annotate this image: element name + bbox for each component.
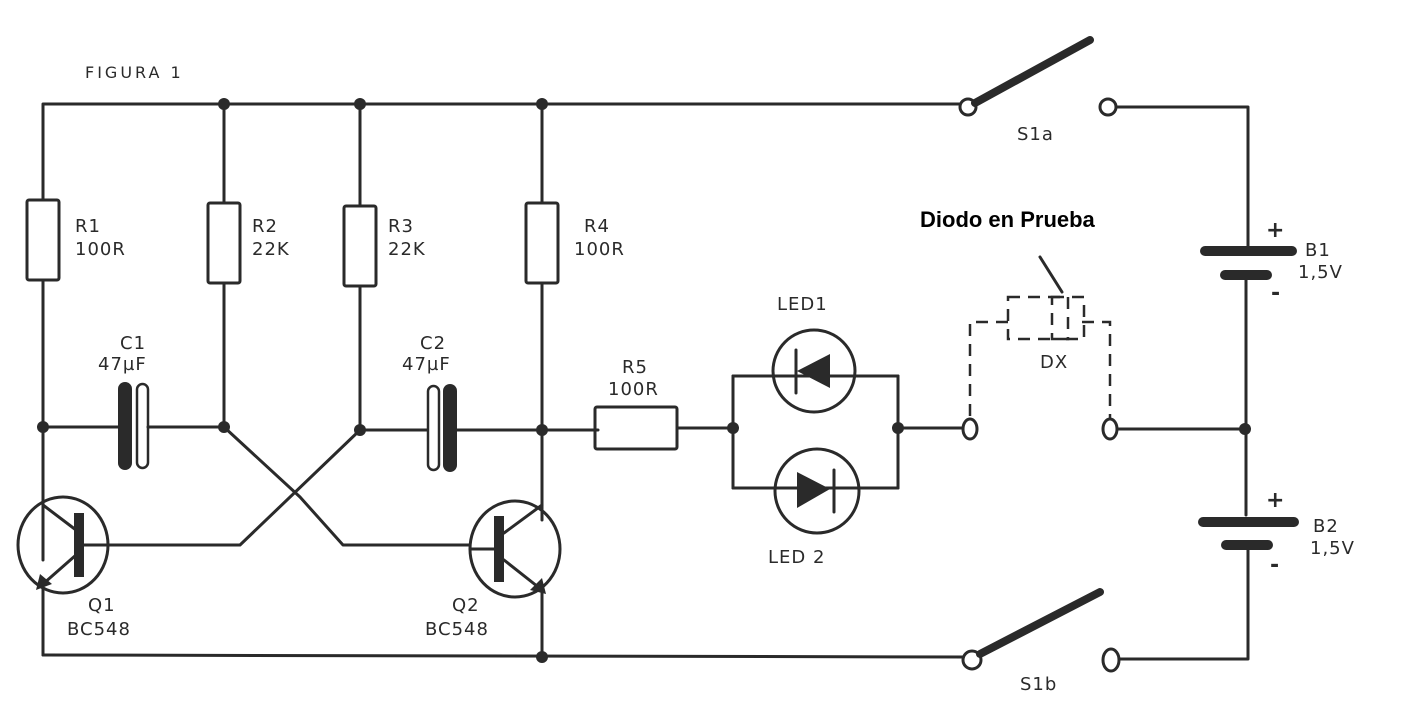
r1-value: 100R: [75, 239, 126, 260]
led2: LED 2: [768, 447, 862, 568]
top-rail: [41, 98, 967, 202]
r3-name: R3: [388, 216, 414, 237]
b1-name: B1: [1305, 240, 1331, 261]
s1b-label: S1b: [1020, 674, 1057, 695]
c1-value: 47µF: [98, 354, 147, 375]
r3-value: 22K: [388, 239, 426, 260]
r2-name: R2: [252, 216, 278, 237]
switch-s1b[interactable]: S1b: [961, 543, 1250, 695]
figure-label: FIGURA 1: [85, 63, 184, 82]
transistor-q2: Q2 BC548: [425, 499, 562, 659]
b1-minus: -: [1271, 281, 1280, 306]
switch-s1a[interactable]: S1a: [958, 36, 1250, 252]
cross-coupling-wires: [108, 425, 472, 547]
r5-name: R5: [622, 357, 648, 378]
junction: [536, 651, 548, 663]
q1-value: BC548: [67, 619, 131, 640]
resistor-r5: R5 100R: [593, 357, 735, 451]
junction: [37, 421, 49, 433]
q2-name: Q2: [452, 595, 480, 616]
test-terminal-right[interactable]: [1101, 417, 1119, 441]
battery-b2: + - B2 1,5V: [1198, 488, 1355, 578]
resistor-r2: R2 22K: [206, 102, 290, 429]
led1: LED1: [771, 294, 857, 414]
q1-name: Q1: [88, 595, 116, 616]
diode-under-test: Diodo en Prueba DX: [920, 207, 1112, 420]
q2-value: BC548: [425, 619, 489, 640]
b2-minus: -: [1270, 553, 1279, 578]
r4-value: 100R: [574, 239, 625, 260]
c1-name: C1: [120, 333, 146, 354]
annotation-label: Diodo en Prueba: [920, 207, 1096, 232]
led1-label: LED1: [777, 294, 828, 315]
test-terminals: [961, 417, 1251, 441]
r4-name: R4: [584, 216, 610, 237]
r2-value: 22K: [252, 239, 290, 260]
r1-name: R1: [75, 216, 101, 237]
b2-value: 1,5V: [1310, 538, 1355, 559]
transistor-q1: Q1 BC548: [16, 495, 131, 657]
led2-label: LED 2: [768, 547, 825, 568]
resistor-r4: R4 100R: [524, 102, 625, 522]
capacitor-c2: C2 47µF: [354, 333, 600, 472]
junction: [727, 422, 739, 434]
test-terminal-left[interactable]: [961, 417, 979, 441]
c2-value: 47µF: [402, 354, 451, 375]
s1a-label: S1a: [1017, 124, 1054, 145]
c2-name: C2: [420, 333, 446, 354]
resistor-r3: R3 22K: [342, 102, 426, 432]
bottom-rail: [41, 651, 970, 663]
resistor-r1: R1 100R: [25, 198, 126, 562]
b2-name: B2: [1313, 516, 1339, 537]
capacitor-c1: C1 47µF: [37, 333, 230, 470]
battery-b1: + - B1 1,5V: [1200, 218, 1343, 517]
b1-plus: +: [1266, 218, 1284, 243]
junction: [536, 424, 548, 436]
b1-value: 1,5V: [1298, 262, 1343, 283]
dx-label: DX: [1040, 352, 1068, 373]
r5-value: 100R: [608, 379, 659, 400]
b2-plus: +: [1266, 488, 1284, 513]
